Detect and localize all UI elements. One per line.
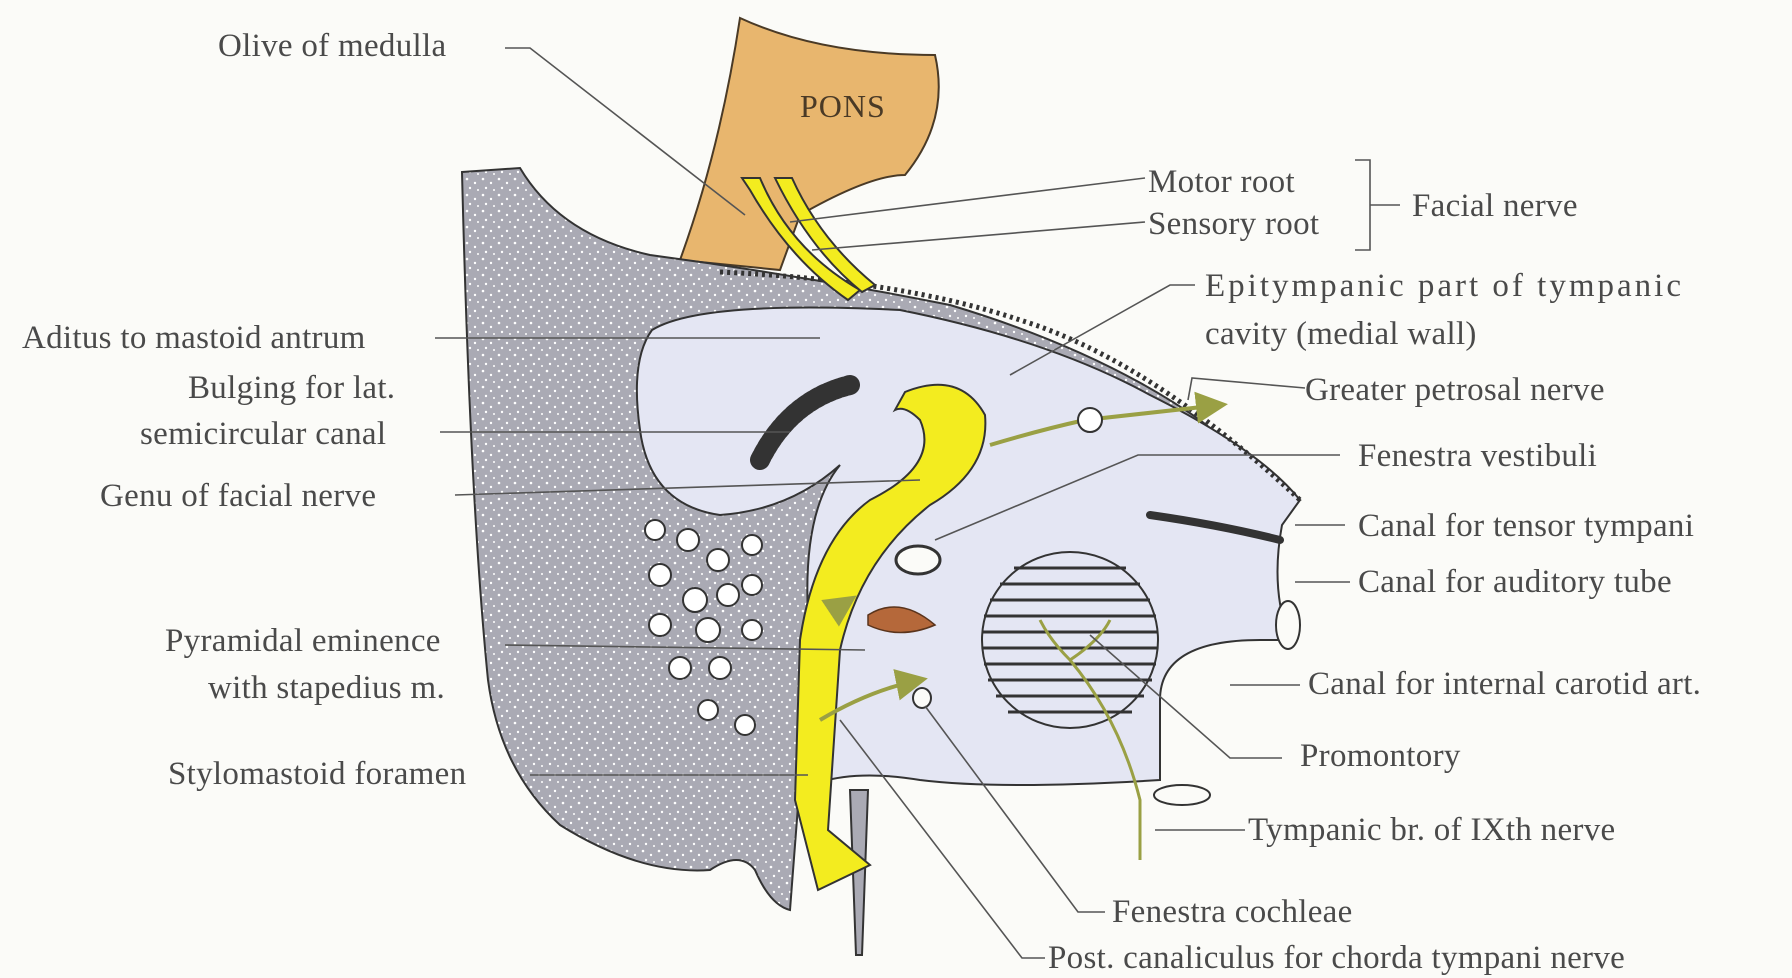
auditory-tube-opening — [1276, 601, 1300, 649]
label-greater-petrosal: Greater petrosal nerve — [1305, 374, 1605, 407]
label-olive: Olive of medulla — [218, 30, 446, 63]
fenestra-cochleae-hole — [913, 688, 931, 708]
label-carotid: Canal for internal carotid art. — [1308, 668, 1701, 701]
label-motor-root: Motor root — [1148, 166, 1295, 199]
label-promontory: Promontory — [1300, 740, 1461, 773]
label-tensor: Canal for tensor tympani — [1358, 510, 1694, 543]
label-stylomastoid: Stylomastoid foramen — [168, 758, 466, 791]
label-fenestra-cochleae: Fenestra cochleae — [1112, 896, 1353, 929]
label-facial-nerve: Facial nerve — [1412, 190, 1578, 223]
carotid-bottom-opening — [1154, 785, 1210, 805]
label-chorda: Post. canaliculus for chorda tympani ner… — [1048, 942, 1625, 975]
label-epitympanic-2: cavity (medial wall) — [1205, 318, 1477, 351]
label-fenestra-vestibuli: Fenestra vestibuli — [1358, 440, 1597, 473]
label-tympanic-ix: Tympanic br. of IXth nerve — [1248, 814, 1615, 847]
geniculate-ganglion — [1078, 408, 1102, 432]
label-pyramidal-1: Pyramidal eminence — [165, 625, 441, 658]
label-auditory-tube: Canal for auditory tube — [1358, 566, 1672, 599]
label-genu: Genu of facial nerve — [100, 480, 376, 513]
promontory — [982, 552, 1158, 728]
fenestra-vestibuli-hole — [896, 546, 940, 574]
label-sensory-root: Sensory root — [1148, 208, 1319, 241]
label-aditus: Aditus to mastoid antrum — [22, 322, 366, 355]
label-pyramidal-2: with stapedius m. — [208, 672, 445, 705]
pons-label: PONS — [800, 88, 886, 125]
label-bulging-1: Bulging for lat. — [188, 372, 395, 405]
label-bulging-2: semicircular canal — [140, 418, 386, 451]
label-epitympanic-1: Epitympanic part of tympanic — [1205, 270, 1684, 303]
